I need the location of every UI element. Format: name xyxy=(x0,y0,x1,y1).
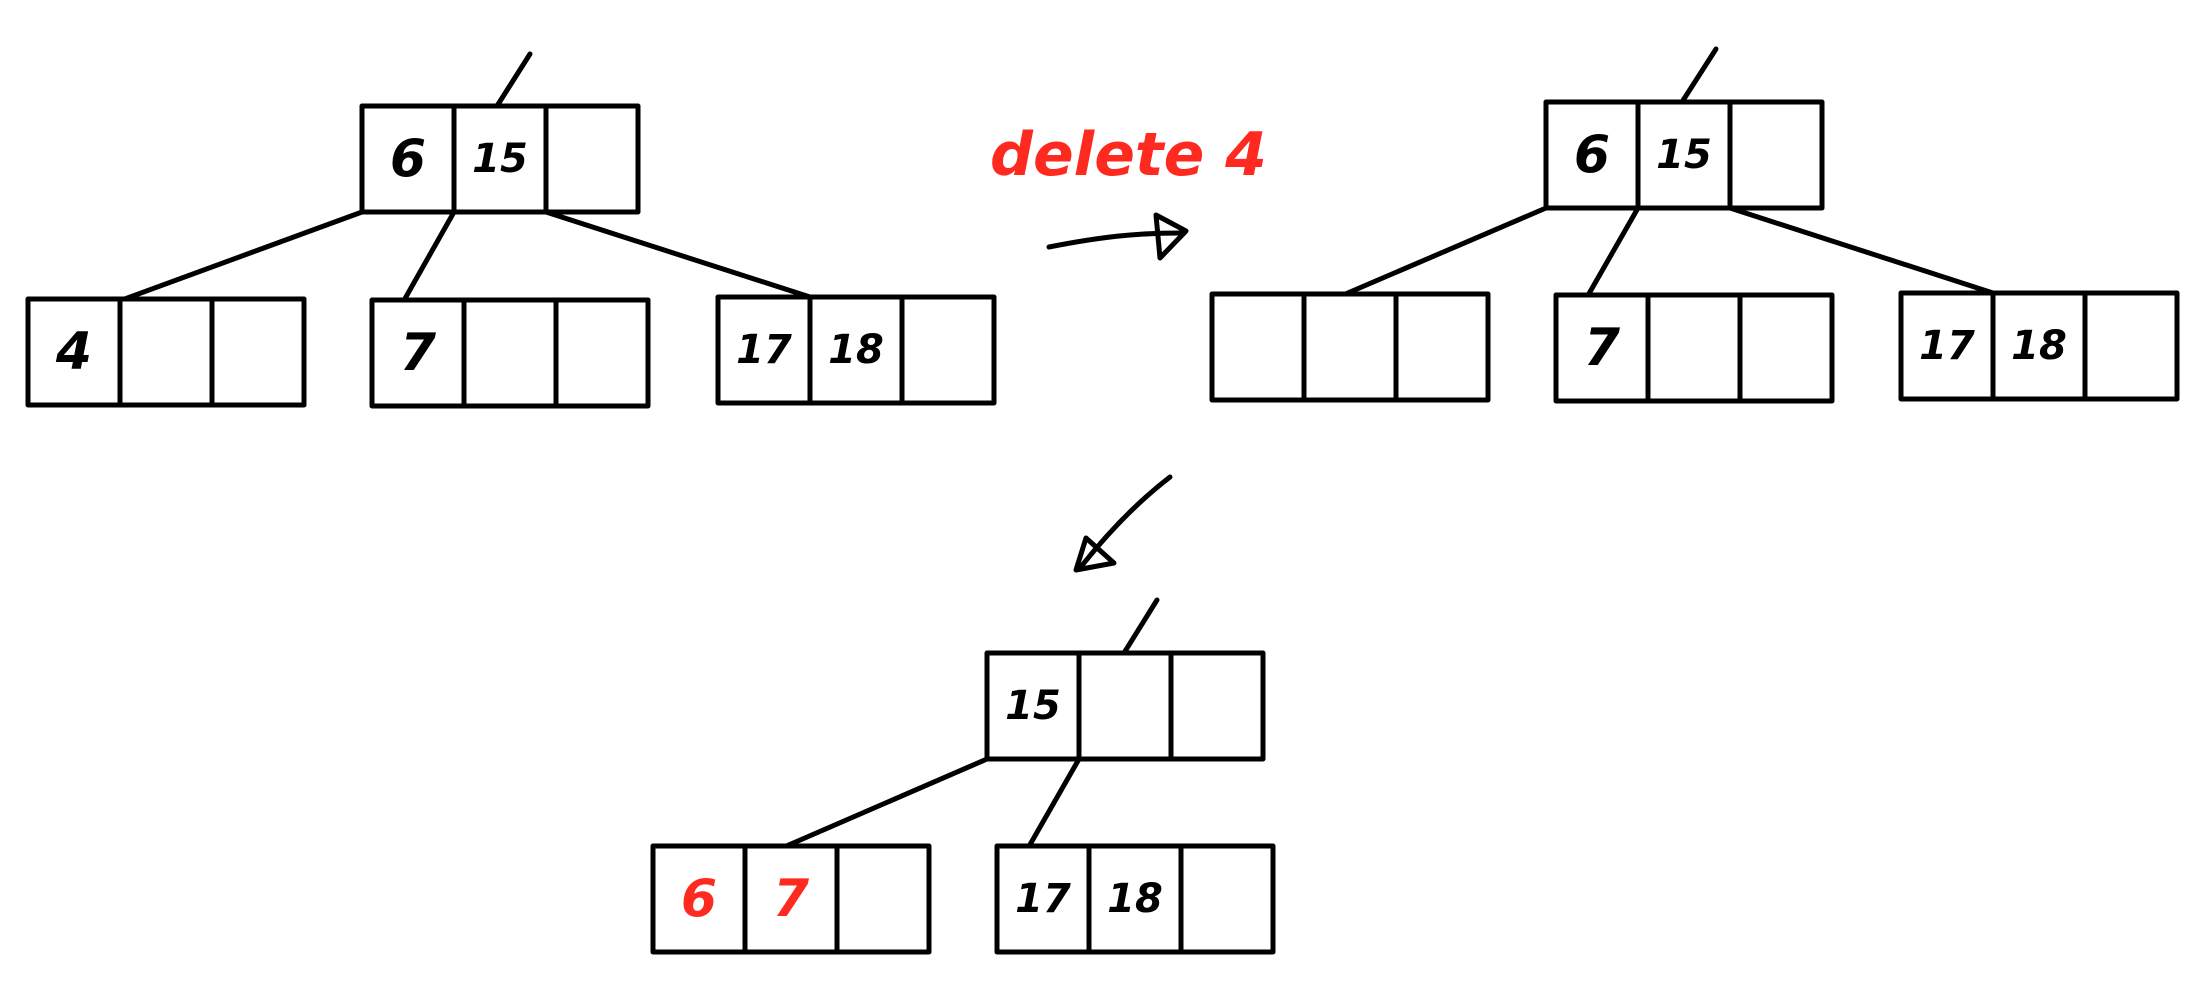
key-slot xyxy=(715,294,813,406)
key-slot xyxy=(1393,291,1491,403)
btree-node-root: 6 15 xyxy=(359,103,641,215)
tree-edge xyxy=(122,209,365,302)
btree-node-root: 15 xyxy=(984,650,1266,762)
key-slot xyxy=(1209,291,1307,403)
edges-layer xyxy=(122,46,1996,849)
key-slot xyxy=(984,650,1082,762)
key-slot xyxy=(650,843,748,955)
key-label: 15 xyxy=(1656,132,1712,178)
key-label: 17 xyxy=(1015,876,1071,922)
key-slot xyxy=(994,843,1092,955)
key-slot xyxy=(834,843,932,955)
transition-arrowhead-down-left xyxy=(1073,535,1117,573)
delete-caption: delete 4 xyxy=(990,120,1267,190)
key-label: 15 xyxy=(1005,683,1061,729)
btree-node-c1: 4 xyxy=(25,296,307,408)
key-slot xyxy=(451,103,549,215)
key-slot xyxy=(1543,99,1641,211)
transition-arrow-right xyxy=(1046,230,1183,250)
key-slot xyxy=(553,297,651,409)
key-slot xyxy=(209,296,307,408)
tree-edge xyxy=(401,209,457,303)
transition-arrowhead-right xyxy=(1153,212,1189,261)
key-slot xyxy=(461,297,559,409)
btree-node-root: 6 15 xyxy=(1543,99,1825,211)
key-slot xyxy=(1737,292,1835,404)
key-slot xyxy=(1645,292,1743,404)
key-slot xyxy=(2082,290,2180,402)
root-parent-link xyxy=(1679,46,1719,105)
key-slot xyxy=(807,294,905,406)
key-label: 7 xyxy=(1584,318,1621,378)
key-label: 6 xyxy=(1574,125,1610,185)
key-slot xyxy=(117,296,215,408)
key-label: 17 xyxy=(1919,323,1975,369)
tree-edge xyxy=(1342,205,1549,297)
btree-node-c2: 7 xyxy=(1553,292,1835,404)
key-slot xyxy=(1990,290,2088,402)
btree-node-c2: 7 xyxy=(369,297,651,409)
transition-arrow-down-left xyxy=(1077,474,1173,571)
key-slot xyxy=(369,297,467,409)
tree-edge xyxy=(1026,756,1082,849)
key-slot xyxy=(1301,291,1399,403)
key-label: 18 xyxy=(1107,876,1163,922)
key-label: 7 xyxy=(773,869,810,929)
key-slot xyxy=(1168,650,1266,762)
key-label: 4 xyxy=(55,322,92,382)
key-slot xyxy=(899,294,997,406)
tree-edge xyxy=(1585,205,1641,298)
key-label: 18 xyxy=(2011,323,2067,369)
key-slot xyxy=(1553,292,1651,404)
root-parent-link xyxy=(1121,597,1160,656)
key-slot xyxy=(1076,650,1174,762)
key-label: 6 xyxy=(390,129,426,189)
key-slot xyxy=(359,103,457,215)
key-slot xyxy=(1086,843,1184,955)
key-label: 15 xyxy=(472,136,528,182)
key-slot xyxy=(742,843,840,955)
btree-node-c1 xyxy=(1209,291,1491,403)
key-label: 6 xyxy=(681,869,717,929)
key-slot xyxy=(1727,99,1825,211)
root-parent-link xyxy=(494,51,533,109)
key-slot xyxy=(1178,843,1276,955)
key-label: 7 xyxy=(400,323,437,383)
tree-edge xyxy=(1727,205,1996,296)
key-label: 18 xyxy=(828,327,884,373)
key-slot xyxy=(543,103,641,215)
key-label: 17 xyxy=(736,327,792,373)
tree-edge xyxy=(783,756,990,849)
tree-edge xyxy=(543,209,813,300)
